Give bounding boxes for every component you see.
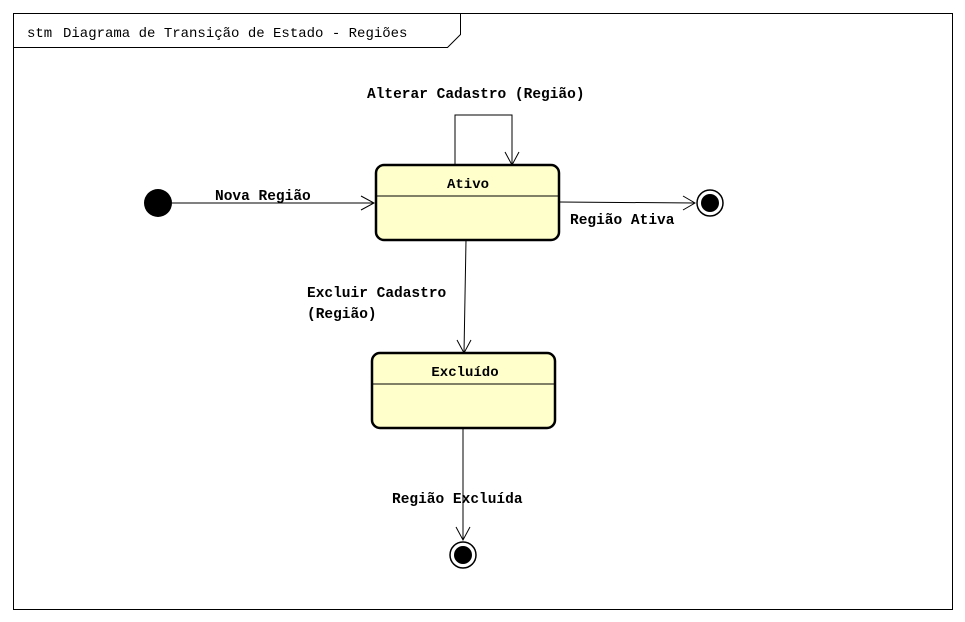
transition-alterar-cadastro-line (454, 114, 513, 165)
transition-alterar-cadastro-arrow (504, 151, 520, 167)
state-ativo-name: Ativo (447, 177, 489, 193)
state-excluido[interactable]: Excluído (370, 351, 557, 430)
transition-nova-regiao-arrow (360, 195, 376, 211)
transition-regiao-excluida-label: Região Excluída (392, 492, 523, 508)
transition-regiao-ativa-arrow (682, 195, 696, 211)
final-state-ativa[interactable] (696, 189, 724, 217)
transition-excluir-cadastro-line (463, 239, 467, 354)
transition-alterar-cadastro-label: Alterar Cadastro (Região) (367, 87, 585, 103)
transition-nova-regiao-label: Nova Região (215, 189, 311, 205)
diagram-title-tab (13, 13, 461, 48)
transition-regiao-ativa-line (558, 201, 696, 204)
diagram-kind-prefix: stm (27, 26, 52, 42)
state-excluido-name: Excluído (431, 365, 498, 381)
transition-excluir-cadastro-label-line1: Excluir Cadastro (307, 286, 447, 302)
transition-regiao-ativa-label: Região Ativa (570, 213, 675, 229)
final-state-excluida[interactable] (449, 541, 477, 569)
diagram-title: Diagrama de Transição de Estado - Regiõe… (63, 26, 407, 42)
initial-state[interactable] (144, 189, 172, 217)
state-ativo[interactable]: Ativo (374, 163, 561, 242)
transition-regiao-excluida-arrow (455, 526, 471, 542)
diagram-frame (13, 13, 953, 610)
transition-excluir-cadastro-label-line2: (Região) (307, 307, 377, 323)
